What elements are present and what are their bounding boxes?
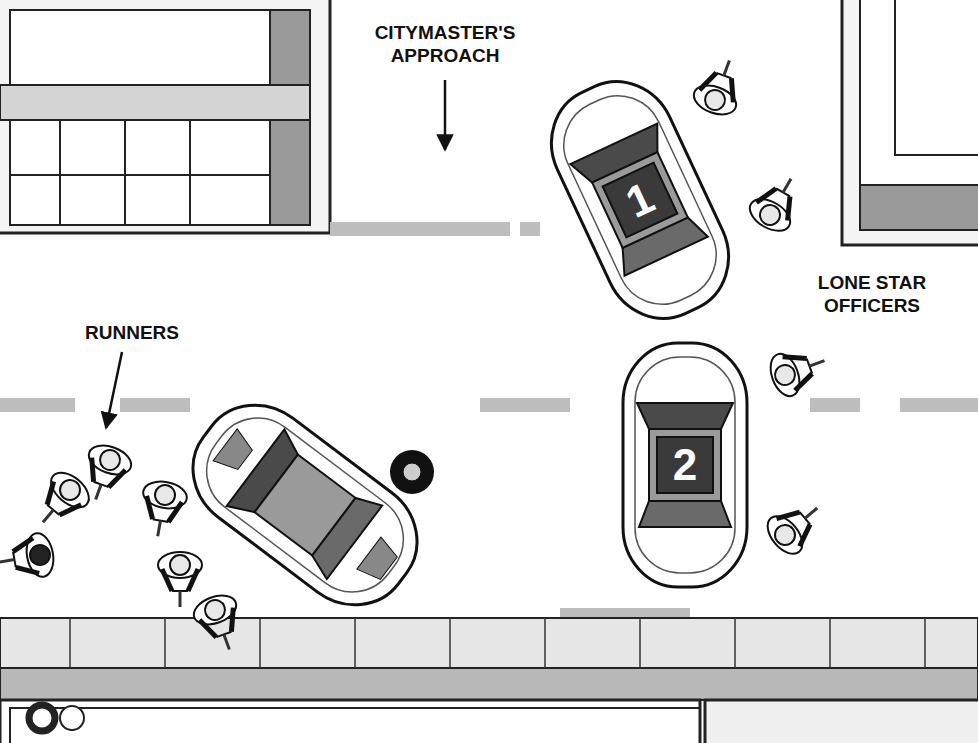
tile-line — [69, 618, 71, 668]
car — [532, 63, 748, 337]
tile-line — [734, 618, 736, 668]
tile-line — [449, 618, 451, 668]
officer-figure — [744, 168, 810, 238]
tile-line — [354, 618, 356, 668]
lane-marking — [0, 222, 978, 618]
officer-figure — [190, 590, 250, 657]
leader-arrow — [106, 80, 445, 428]
car-number: 2 — [673, 443, 697, 487]
building — [842, 0, 978, 245]
officer-figure — [690, 53, 750, 120]
tile-line — [544, 618, 546, 668]
building — [0, 700, 978, 743]
officer-figure — [26, 466, 95, 536]
car — [170, 382, 439, 628]
tile-line — [924, 618, 926, 668]
wheel — [390, 450, 434, 494]
tile-line — [259, 618, 261, 668]
callout-label: LONE STAR OFFICERS — [797, 272, 947, 318]
tile-line — [829, 618, 831, 668]
car-number-box: 2 — [656, 436, 714, 494]
tile-line — [164, 618, 166, 668]
car-number: 1 — [620, 175, 661, 225]
officer-figure — [158, 552, 202, 607]
tile-line — [639, 618, 641, 668]
building — [0, 0, 330, 233]
callout-label: CITYMASTER'S APPROACH — [360, 22, 530, 68]
runner-figure — [0, 531, 57, 584]
sidewalk — [0, 618, 978, 700]
callout-label: RUNNERS — [57, 322, 207, 345]
officer-figure — [765, 340, 832, 400]
car — [623, 343, 747, 587]
officer-figure — [761, 491, 831, 560]
officer-figure — [136, 478, 189, 540]
